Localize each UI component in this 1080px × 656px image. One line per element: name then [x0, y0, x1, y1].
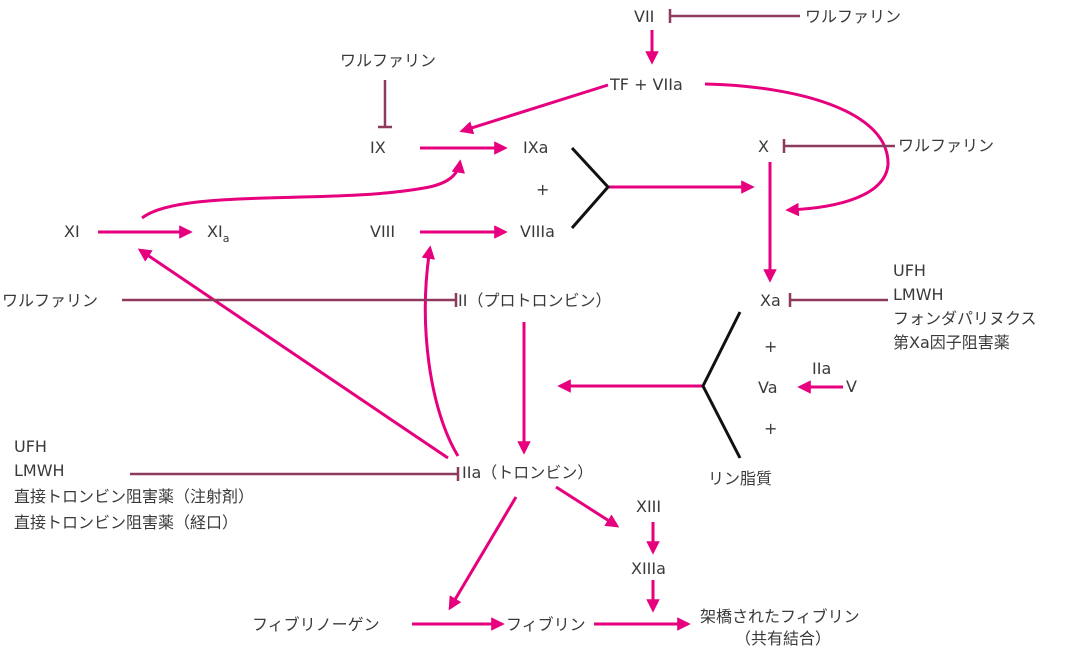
factor-iia-small-label: IIa	[812, 359, 831, 378]
warfarin-x-label: ワルファリン	[898, 136, 994, 155]
factor-x-label: X	[758, 137, 769, 156]
fibrinogen-label: フィブリノーゲン	[252, 615, 380, 634]
warfarin-ii-label: ワルファリン	[2, 291, 98, 310]
factor-iia-thrombin-label: IIa（トロンビン）	[462, 463, 593, 482]
crosslinked-fibrin-label: 架橋されたフィブリン	[700, 607, 860, 626]
factor-ixa-label: IXa	[523, 138, 548, 157]
factor-vii-label: VII	[634, 7, 654, 26]
factor-xiiia-label: XIIIa	[631, 559, 666, 578]
tenase-complex-bracket	[570, 146, 611, 229]
factor-va-label: Va	[758, 378, 778, 397]
arrow-xi-to-ix	[141, 159, 466, 220]
warfarin-vii-label: ワルファリン	[805, 7, 901, 26]
phospholipid-label: リン脂質	[708, 469, 772, 488]
factor-xi-label: XI	[64, 222, 80, 241]
plus-sign-3: +	[764, 419, 777, 438]
complex-brackets	[570, 146, 742, 459]
thrombin-inhibitor-lmwh: LMWH	[14, 461, 65, 480]
xa-inhibitor-lmwh: LMWH	[893, 285, 944, 304]
prothrombinase-complex-bracket	[701, 311, 742, 459]
inhibition-lines	[122, 9, 895, 481]
arrow-tfviia-to-ix	[459, 83, 609, 135]
factor-ii-prothrombin-label: II（プロトロンビン）	[458, 291, 611, 310]
arrow-iia-to-viiia	[421, 245, 460, 457]
factor-xiii-label: XIII	[636, 497, 661, 516]
factor-xia-label: XIa	[207, 222, 229, 245]
factor-v-label: V	[846, 377, 857, 396]
fibrin-label: フィブリン	[506, 615, 586, 634]
plus-sign-2: +	[764, 337, 777, 356]
thrombin-inhibitor-list: UFH LMWH 直接トロンビン阻害薬（注射剤） 直接トロンビン阻害薬（経口）	[14, 437, 259, 532]
covalent-bond-label: （共有結合）	[735, 629, 831, 648]
arrow-tfviia-to-x	[704, 82, 890, 217]
activation-arrows	[98, 30, 890, 631]
factor-tf-viia-label: TF + VIIa	[609, 75, 683, 94]
arrow-iia-to-xia	[137, 248, 449, 460]
factor-labels: VII TF + VIIa IX IXa + X XI XIa VIII VII…	[64, 7, 860, 648]
arrow-iia-to-fibrinogen	[448, 496, 518, 611]
warfarin-ix-label: ワルファリン	[340, 51, 436, 70]
thrombin-inhibitor-oral: 直接トロンビン阻害薬（経口）	[14, 513, 238, 532]
xa-inhibitor-list: UFH LMWH フォンダパリヌクス 第Xa因子阻害薬	[893, 261, 1042, 352]
inhibitor-labels: ワルファリン ワルファリン ワルファリン ワルファリン UFH LMWH フォン…	[2, 7, 1042, 532]
factor-xa-label: Xa	[760, 291, 781, 310]
factor-viii-label: VIII	[370, 222, 395, 241]
thrombin-inhibitor-ufh: UFH	[14, 437, 47, 456]
factor-viiia-label: VIIIa	[520, 222, 555, 241]
factor-ix-label: IX	[370, 138, 386, 157]
thrombin-inhibitor-injectable: 直接トロンビン阻害薬（注射剤）	[14, 487, 254, 506]
xa-inhibitor-ufh: UFH	[893, 261, 926, 280]
plus-sign-1: +	[536, 180, 549, 199]
xa-inhibitor-factor-xa: 第Xa因子阻害薬	[893, 333, 1010, 352]
xa-inhibitor-fondaparinux: フォンダパリヌクス	[893, 309, 1037, 328]
arrow-iia-to-xiii	[555, 485, 620, 528]
